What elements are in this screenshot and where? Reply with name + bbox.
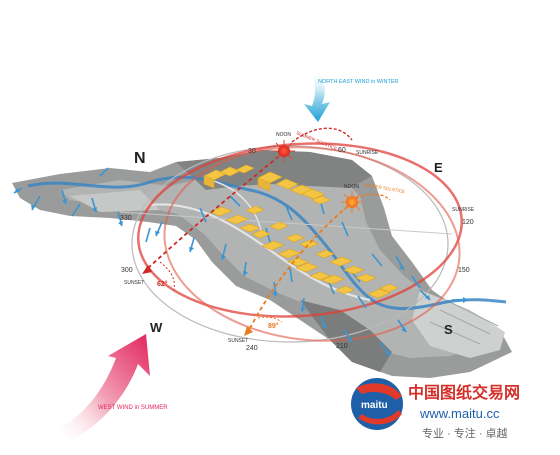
degree-tick: 330 — [120, 215, 132, 222]
wind-arrowheads — [14, 188, 468, 356]
axis-line — [119, 211, 453, 235]
winter-sun-path — [163, 146, 461, 342]
angle-summer-label: 62° — [157, 280, 168, 288]
river — [27, 175, 507, 311]
summer-wind-arrow — [56, 334, 150, 440]
brand-url: www.maitu.cc — [419, 406, 500, 421]
summer-sun-path — [137, 142, 463, 318]
compass-north: N — [134, 150, 146, 167]
brand-slogan: 专业 · 专注 · 卓越 — [422, 426, 508, 440]
logo-swoosh — [358, 410, 402, 425]
compass-west: W — [150, 320, 163, 335]
summer-sun-icon — [273, 140, 295, 162]
angle-winter-label: 89° — [268, 322, 279, 330]
summer-sunset-arrowhead — [142, 265, 152, 274]
degree-tick: 150 — [458, 267, 470, 274]
summer-sun-ray — [145, 151, 285, 271]
labels: N E S W 30 60 120 150 210 240 300 330 NO… — [98, 79, 520, 440]
degree-tick: 120 — [462, 219, 474, 226]
sunrise-summer-label: SUNRISE — [356, 150, 379, 156]
compass-east: E — [434, 160, 443, 175]
compass-south: S — [444, 322, 453, 337]
road — [209, 179, 263, 237]
sunset-west-label: SUNSET — [124, 280, 144, 286]
degree-tick: 30 — [248, 148, 256, 155]
degree-tick: 60 — [338, 147, 346, 154]
watermark — [351, 378, 403, 430]
logo-text: maitu — [361, 400, 388, 411]
summer-sun-arc — [291, 127, 353, 143]
noon-winter-label: NOON — [344, 184, 359, 190]
degree-tick: 300 — [121, 267, 133, 274]
noon-summer-label: NOON — [276, 132, 291, 138]
angle-62-arc — [159, 261, 175, 291]
road — [149, 203, 371, 302]
winter-sun-icon — [341, 191, 363, 213]
brand-cn: 中国图纸交易网 — [408, 383, 520, 402]
sunset-south-label: SUNSET — [228, 338, 248, 344]
winter-sunset-arrowhead — [244, 326, 253, 336]
winter-wind-label: NORTH EAST WIND in WINTER — [318, 79, 398, 85]
summer-wind-label: WEST WIND in SUMMER — [98, 405, 168, 411]
logo-swoosh — [356, 383, 402, 400]
sunrise-winter-label: SUNRISE — [452, 207, 475, 213]
degree-tick: 240 — [246, 345, 258, 352]
degree-tick: 210 — [336, 343, 348, 350]
winter-wind-arrow — [304, 72, 330, 122]
angle-89-arc — [257, 316, 283, 323]
sun-path-orbit — [131, 145, 449, 343]
winter-sun-arc — [355, 193, 391, 201]
buildings — [203, 164, 399, 299]
